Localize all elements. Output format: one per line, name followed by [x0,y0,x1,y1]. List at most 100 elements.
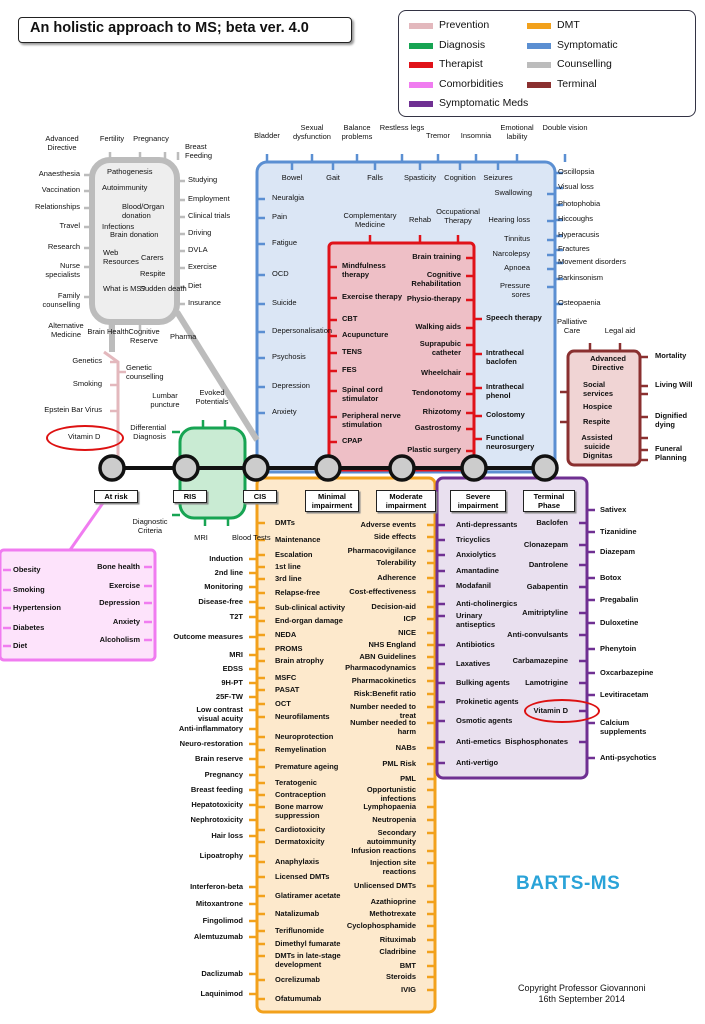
dmt-item: Breast feeding [190,785,243,794]
dmt-item: End-organ damage [275,616,343,625]
symptomatic-item: Cognition [444,173,476,182]
dmt-item: Brain atrophy [275,656,324,665]
dmt-item: Nephrotoxicity [190,815,243,824]
symptomatic-med-item: Anti-emetics [456,737,502,746]
counselling-inner: Autoimmunity [102,183,148,192]
counselling-item: Research [47,242,80,251]
dmt-item: Premature ageing [275,762,339,771]
comorbidities-box [0,548,157,662]
dmt-item: Pharmacodynamics [345,663,416,672]
symptomatic-item: Fatigue [272,238,298,247]
dmt-item: OCT [275,699,291,708]
therapist-item: Intrathecal baclofen [486,348,524,366]
station-stop [314,454,342,482]
symptomatic-med-item: Prokinetic agents [456,697,519,706]
legend-label: Symptomatic Meds [439,97,529,109]
terminal-item: Legal aid [604,326,636,335]
counselling-connector [174,310,260,442]
comorbidity-item: Hypertension [13,603,61,612]
diagnosis-item: Differential Diagnosis [130,423,166,441]
symptomatic-item: Visual loss [558,182,594,191]
symptomatic-med-item: Anti-psychotics [600,753,657,762]
counselling-inner: What is MS? [103,284,146,293]
station-stop [242,454,270,482]
dmt-item: Number needed to treat [350,702,416,720]
dmt-item: EDSS [222,664,243,673]
symptomatic-item: Tinnitus [504,234,530,243]
symptomatic-med-item: Bulking agents [456,678,510,687]
dmt-item: NEDA [275,630,297,639]
counselling-item: Vaccination [41,185,80,194]
dmt-item: Decision-aid [371,602,416,611]
symptomatic-item: Parkinsonism [558,273,604,282]
dmt-item: Daclizumab [201,969,243,978]
therapist-item: CBT [342,314,358,323]
dmt-item: Steroids [385,972,416,981]
dmt-item: Interferon-beta [190,882,243,891]
counselling-item: Employment [188,194,230,203]
dmt-item: DMTs in late-stage development [275,951,341,969]
dmt-item: Low contrast visual acuity [196,705,243,723]
comorbidity-item: Depression [99,598,140,607]
dmt-item: Teratogenic [275,778,317,787]
symptomatic-med-item: Lamotrigine [525,678,568,687]
dmt-item: Pregnancy [204,770,243,779]
legend-swatch [527,23,551,29]
legend-swatch [409,62,433,68]
therapist-item: FES [342,365,357,374]
prevention-item: Smoking [72,379,102,388]
symptomatic-med-item: Pregabalin [600,595,639,604]
comorbidity-item: Bone health [97,562,140,571]
legend-swatch [409,101,433,107]
dmt-item: Unlicensed DMTs [354,881,416,890]
dmt-item: ICP [403,614,416,623]
dmt-item: Rituximab [379,935,416,944]
dmt-item: NHS England [368,640,416,649]
dmt-item: ABN Guidelines [359,652,416,661]
dmt-item: Mitoxantrone [195,899,243,908]
symptomatic-item: Pressure sores [499,281,530,299]
dmt-item: MRI [229,650,243,659]
therapist-item: Wheelchair [420,368,461,377]
symptomatic-med-item: Anti-vertigo [456,758,499,767]
legend-label: Counselling [557,58,612,70]
terminal-item: Funeral Planning [655,444,687,462]
symptomatic-item: Photophobia [558,199,601,208]
dmt-item: Monitoring [204,582,243,591]
dmt-item: 1st line [275,562,301,571]
dmt-item: BMT [399,961,416,970]
dmt-item: Disease-free [198,597,243,606]
dmt-item: Hepatotoxicity [191,800,243,809]
counselling-inner: Web Resources [103,248,139,266]
prevention-item: Genetics [72,356,102,365]
counselling-item: Travel [59,221,80,230]
symptomatic-item: Swallowing [494,188,532,197]
legend-label: Diagnosis [439,38,486,51]
symptomatic-item: Gait [326,173,340,182]
prevention-item: Epstein Bar Virus [44,405,102,414]
dmt-item: Induction [209,554,243,563]
dmt-item: 2nd line [214,568,243,577]
therapist-item: TENS [342,347,363,356]
dmt-item: Ocrelizumab [275,975,321,984]
comorbidity-item: Exercise [109,581,140,590]
comorbidity-item: Diet [13,641,28,650]
terminal-item: Dignitas [583,451,613,460]
symptomatic-item: Osteopaenia [558,298,601,307]
dmt-item: Sub-clinical activity [275,603,346,612]
symptomatic-item: Depersonalisation [272,326,333,335]
dmt-item: Anti-inflammatory [178,724,243,733]
dmt-item: Pharmacokinetics [351,676,416,685]
counselling-inner: Pathogenesis [107,167,153,176]
comorbidity-item: Obesity [13,565,41,574]
diagnosis-item: MRI [194,533,208,542]
dmt-item: Adverse events [360,520,416,529]
symptomatic-med-item: Calcium supplements [600,718,647,736]
dmt-item: Maintenance [275,535,321,544]
counselling-item: Anaesthesia [38,169,80,178]
dmt-item: Hair loss [211,831,243,840]
terminal-item: Palliative Care [556,317,587,335]
dmt-item: PML Risk [382,759,416,768]
dmt-item: Teriflunomide [275,926,325,935]
